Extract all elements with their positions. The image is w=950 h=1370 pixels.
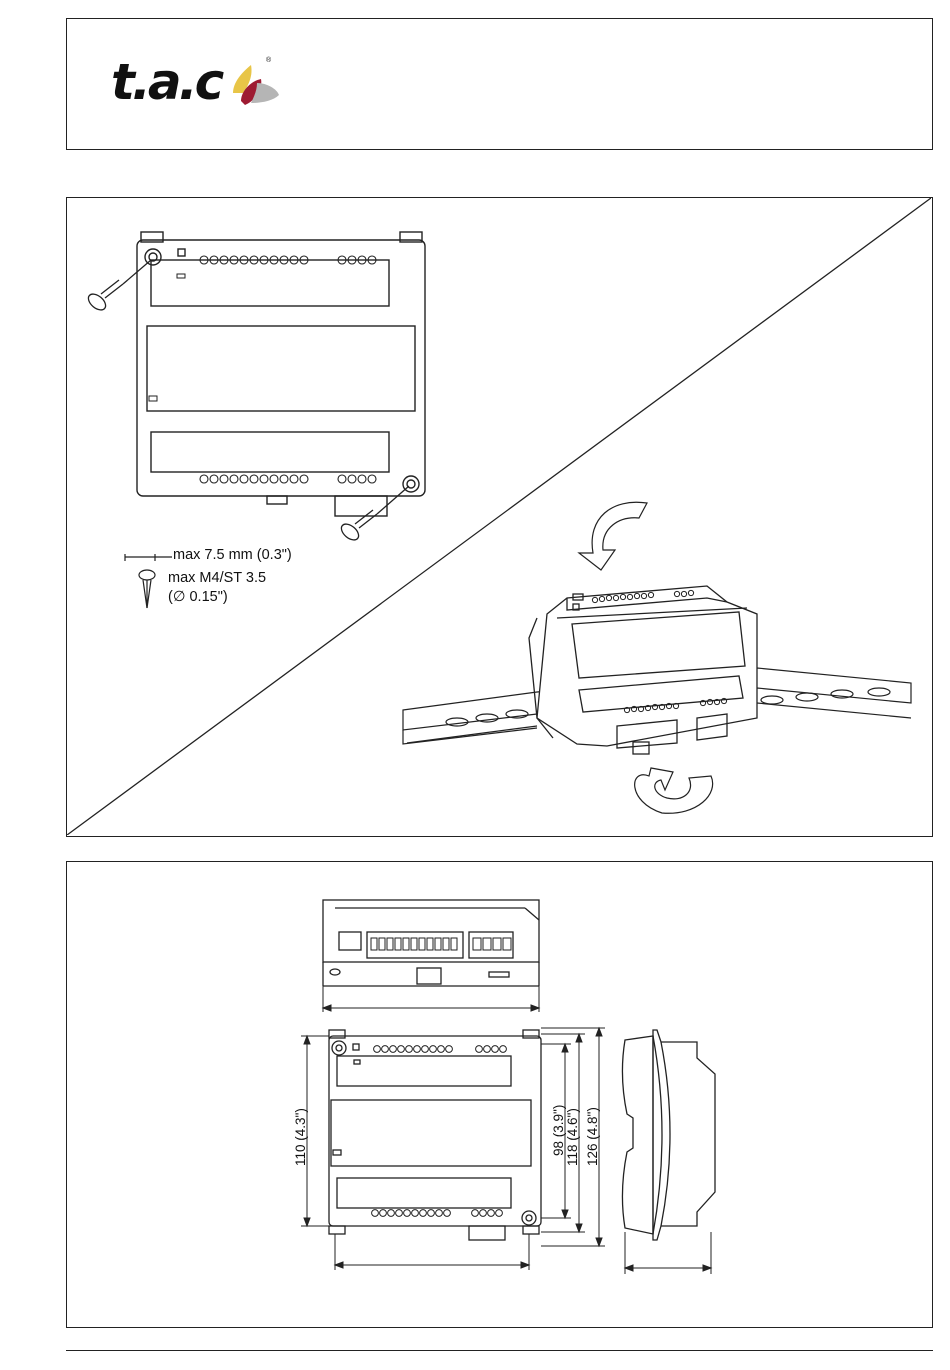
depth-dimension xyxy=(625,1232,711,1274)
screw-length-label: max 7.5 mm (0.3") xyxy=(173,547,292,563)
controller-top-view xyxy=(323,900,539,986)
logo-flame-icon xyxy=(227,59,283,109)
mounting-panel: max 7.5 mm (0.3") max M4/ST 3.5 (∅ 0.15"… xyxy=(66,197,933,837)
screw-diameter-label: (∅ 0.15") xyxy=(168,589,228,605)
mounting-drawing xyxy=(67,198,931,835)
screw-top-icon xyxy=(85,260,151,313)
dim-label-98: 98 (3.9") xyxy=(551,1105,566,1156)
controller-on-rail xyxy=(529,586,757,754)
dim-label-126: 126 (4.8") xyxy=(585,1107,600,1166)
front-terminal-rows xyxy=(372,1046,507,1217)
arrow-hook-icon xyxy=(635,768,713,813)
logo-wordmark: t.a.c xyxy=(111,53,221,111)
footer-rule xyxy=(66,1350,933,1351)
controller-front-view xyxy=(137,232,425,516)
arrow-down-icon xyxy=(579,502,647,570)
bottom-terminal-row xyxy=(200,475,376,483)
dim-label-118: 118 (4.6") xyxy=(565,1108,580,1166)
diagonal-divider xyxy=(67,198,931,835)
dimension-drawing: 110 (4.3") 98 (3.9") 118 (4.6") 126 (4.8… xyxy=(67,862,931,1326)
tac-logo: t.a.c ® xyxy=(111,53,291,123)
screw-spec-icon xyxy=(125,554,172,608)
controller-front-view-dimensioned xyxy=(329,1030,541,1240)
registered-mark: ® xyxy=(266,57,271,64)
top-view-terminals xyxy=(371,938,511,950)
header-panel: t.a.c ® xyxy=(66,18,933,150)
screw-size-label: max M4/ST 3.5 xyxy=(168,570,266,586)
controller-side-view xyxy=(622,1030,715,1240)
width-dimension-top xyxy=(323,986,539,1012)
screw-bottom-icon xyxy=(338,486,409,543)
dimensions-panel: 110 (4.3") 98 (3.9") 118 (4.6") 126 (4.8… xyxy=(66,861,933,1328)
dim-label-110: 110 (4.3") xyxy=(293,1108,308,1166)
